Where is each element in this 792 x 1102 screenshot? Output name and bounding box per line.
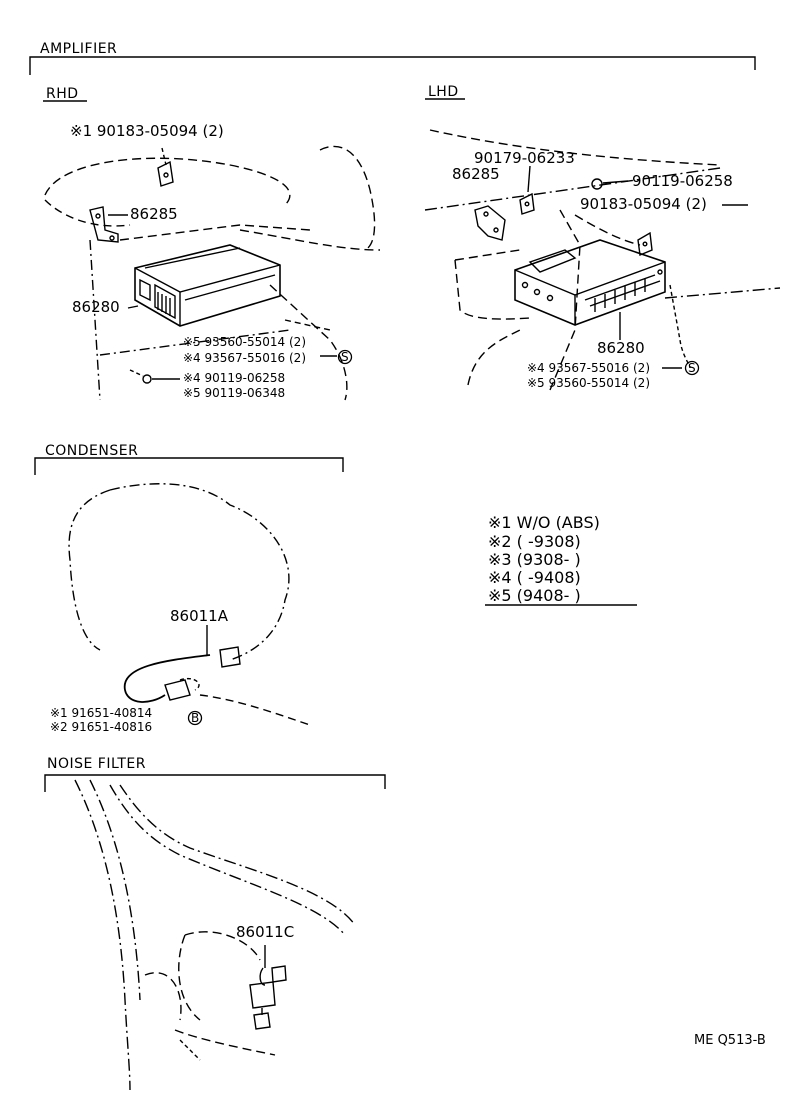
condenser-note-2: ※2 91651-40816 [50, 720, 153, 734]
lhd-callout-s-circle [684, 360, 700, 376]
rhd-amplifier-part: 86280 [72, 298, 120, 316]
lhd-amplifier-part: 86280 [597, 339, 645, 357]
rhd-callout-s-circle [337, 349, 353, 365]
condenser-title: CONDENSER [45, 443, 139, 459]
rhd-note-4: ※5 90119-06348 [183, 386, 286, 400]
legend-item-5: ※5 (9408- ) [488, 586, 581, 605]
noise-filter-frame [44, 774, 386, 792]
lhd-drawing [424, 129, 781, 391]
legend-item-2: ※2 ( -9308) [488, 532, 581, 551]
noise-filter-part: 86011C [236, 923, 295, 941]
amplifier-frame [29, 56, 756, 75]
rhd-note-3: ※4 90119-06258 [183, 371, 286, 385]
rhd-note-1: ※5 93560-55014 (2) [183, 335, 306, 349]
amplifier-title: AMPLIFIER [40, 41, 118, 57]
condenser-callout-b: B [191, 711, 200, 725]
condenser-callout-b-circle [187, 710, 203, 726]
condenser-part: 86011A [170, 607, 228, 625]
rhd-bolt-part: ※1 90183-05094 (2) [70, 122, 224, 140]
lhd-note-1: ※4 93567-55016 (2) [527, 361, 650, 375]
lhd-bracket-part: 86285 [452, 165, 500, 183]
legend-item-3: ※3 (9308- ) [488, 550, 581, 569]
lhd-note-2: ※5 93560-55014 (2) [527, 376, 650, 390]
noise-filter-drawing [44, 774, 386, 1091]
drawing-code: ME Q513-B [694, 1033, 766, 1048]
lhd-nut-part: 90119-06258 [632, 172, 733, 190]
lhd-label: LHD [428, 84, 459, 100]
legend-item-1: ※1 W/O (ABS) [488, 513, 600, 532]
rhd-bracket-part: 86285 [130, 205, 178, 223]
rhd-drawing [44, 145, 381, 401]
lhd-bolt-part: 90183-05094 (2) [580, 195, 707, 213]
noise-filter-title: NOISE FILTER [47, 756, 146, 772]
lhd-callout-s: S [688, 361, 696, 375]
condenser-frame [34, 457, 344, 475]
condenser-note-1: ※1 91651-40814 [50, 706, 153, 720]
rhd-label: RHD [46, 86, 79, 102]
rhd-callout-s: S [341, 350, 349, 364]
rhd-note-2: ※4 93567-55016 (2) [183, 351, 306, 365]
lhd-screw-part: 90179-06233 [474, 149, 575, 167]
legend-item-4: ※4 ( -9408) [488, 568, 581, 587]
condenser-drawing [34, 457, 344, 726]
